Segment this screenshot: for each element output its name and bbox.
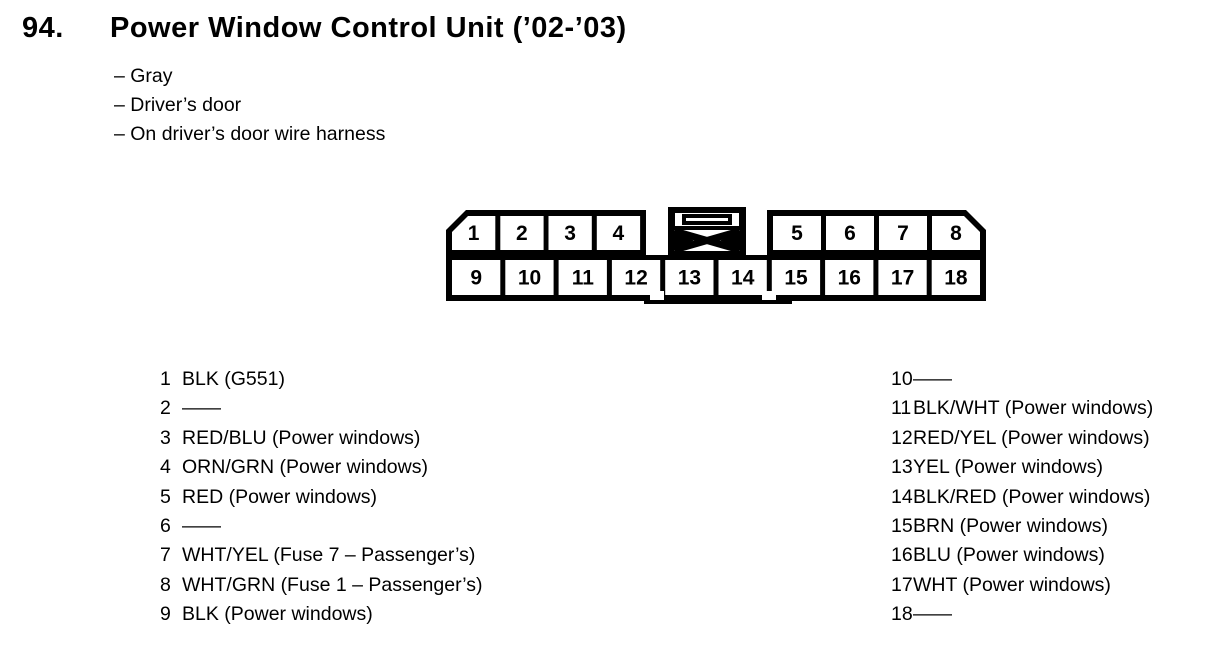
pin-number: 4: [160, 456, 171, 479]
pin-row: 11BLK/WHT (Power windows): [891, 394, 1153, 423]
pin-row: 9 BLK (Power windows): [160, 600, 483, 629]
connector-cavities: [452, 216, 980, 300]
pin-row: 16BLU (Power windows): [891, 541, 1153, 570]
pin-description: RED/BLU (Power windows): [182, 426, 421, 449]
pinout-left-column: 1 BLK (G551) 2 —— 3 RED/BLU (Power windows)…: [160, 365, 483, 630]
connector-note: – Gray: [114, 65, 173, 87]
pin-row: 1 BLK (G551): [160, 365, 483, 394]
connector-pin-16: 16: [838, 267, 861, 290]
pin-number: 13: [891, 456, 913, 479]
pin-number: 12: [891, 426, 913, 449]
connector-pin-3: 3: [564, 222, 576, 245]
pin-number: 2: [160, 397, 171, 420]
connector-notes: – Gray – Driver’s door – On driver’s doo…: [114, 62, 385, 149]
pin-number: 14: [891, 485, 913, 508]
connector-note: – On driver’s door wire harness: [114, 123, 386, 145]
pin-description: ——: [913, 368, 952, 390]
pin-description: BLK/WHT (Power windows): [913, 397, 1154, 420]
connector-pin-4: 4: [613, 222, 625, 245]
pin-description: ——: [182, 397, 221, 420]
connector-pin-5: 5: [791, 222, 803, 245]
pin-description: RED/YEL (Power windows): [913, 426, 1150, 449]
connector-pin-15: 15: [784, 267, 808, 290]
pin-row: 4 ORN/GRN (Power windows): [160, 453, 483, 482]
pin-description: BLU (Power windows): [913, 544, 1105, 567]
pin-number: 10: [891, 368, 913, 390]
pin-number: 9: [160, 603, 171, 626]
pin-row: 12RED/YEL (Power windows): [891, 424, 1153, 453]
connector-pin-7: 7: [897, 222, 909, 245]
connector-pin-17: 17: [891, 267, 914, 290]
connector-pin-11: 11: [572, 267, 595, 290]
pin-row: 5 RED (Power windows): [160, 483, 483, 512]
blocked-cavity-icon: [673, 213, 741, 254]
pin-number: 15: [891, 514, 913, 537]
connector-pin-1: 1: [468, 222, 480, 245]
pin-row: 18——: [891, 600, 1153, 629]
pin-description: WHT (Power windows): [913, 573, 1111, 596]
pin-description: BLK/RED (Power windows): [913, 485, 1151, 508]
pin-number: 18: [891, 603, 913, 626]
connector-pin-13: 13: [678, 267, 701, 290]
connector-pin-18: 18: [944, 267, 968, 290]
pin-row: 15BRN (Power windows): [891, 512, 1153, 541]
pin-row: 6 ——: [160, 512, 483, 541]
pin-description: WHT/GRN (Fuse 1 – Passenger’s): [182, 573, 483, 596]
connector-pin-8: 8: [950, 222, 962, 245]
page-title: Power Window Control Unit (’02-’03): [110, 12, 627, 44]
pin-number: 3: [160, 426, 171, 449]
pin-description: ORN/GRN (Power windows): [182, 456, 428, 479]
connector-pin-2: 2: [516, 222, 528, 245]
pin-description: RED (Power windows): [182, 485, 378, 508]
connector-pin-14: 14: [731, 267, 755, 290]
pin-number: 1: [160, 368, 171, 390]
connector-note: – Driver’s door: [114, 94, 242, 116]
pin-description: ——: [913, 603, 952, 626]
pin-description: BLK (G551): [182, 368, 285, 390]
pin-row: 3 RED/BLU (Power windows): [160, 424, 483, 453]
pin-description: ——: [182, 514, 221, 537]
section-number: 94.: [22, 12, 64, 44]
pin-description: BLK (Power windows): [182, 603, 373, 626]
pin-row: 10——: [891, 365, 1153, 394]
pinout-right-column: 10—— 11BLK/WHT (Power windows) 12RED/YEL…: [891, 365, 1153, 630]
pin-number: 6: [160, 514, 171, 537]
connector-pin-10: 10: [518, 267, 541, 290]
pin-row: 14BLK/RED (Power windows): [891, 483, 1153, 512]
pin-number: 5: [160, 485, 171, 508]
pin-number: 7: [160, 544, 171, 567]
connector-pin-12: 12: [624, 267, 647, 290]
connector-pin-9: 9: [470, 267, 482, 290]
pin-description: BRN (Power windows): [913, 514, 1109, 537]
pin-description: WHT/YEL (Fuse 7 – Passenger’s): [182, 544, 476, 567]
pin-number: 17: [891, 573, 913, 596]
pin-number: 8: [160, 573, 171, 596]
connector-pin-6: 6: [844, 222, 856, 245]
pin-number: 11: [891, 397, 912, 420]
pin-row: 2 ——: [160, 394, 483, 423]
pin-number: 16: [891, 544, 913, 567]
pin-description: YEL (Power windows): [913, 456, 1104, 479]
pin-row: 8 WHT/GRN (Fuse 1 – Passenger’s): [160, 571, 483, 600]
pin-row: 7 WHT/YEL (Fuse 7 – Passenger’s): [160, 541, 483, 570]
pin-row: 17WHT (Power windows): [891, 571, 1153, 600]
pin-row: 13YEL (Power windows): [891, 453, 1153, 482]
